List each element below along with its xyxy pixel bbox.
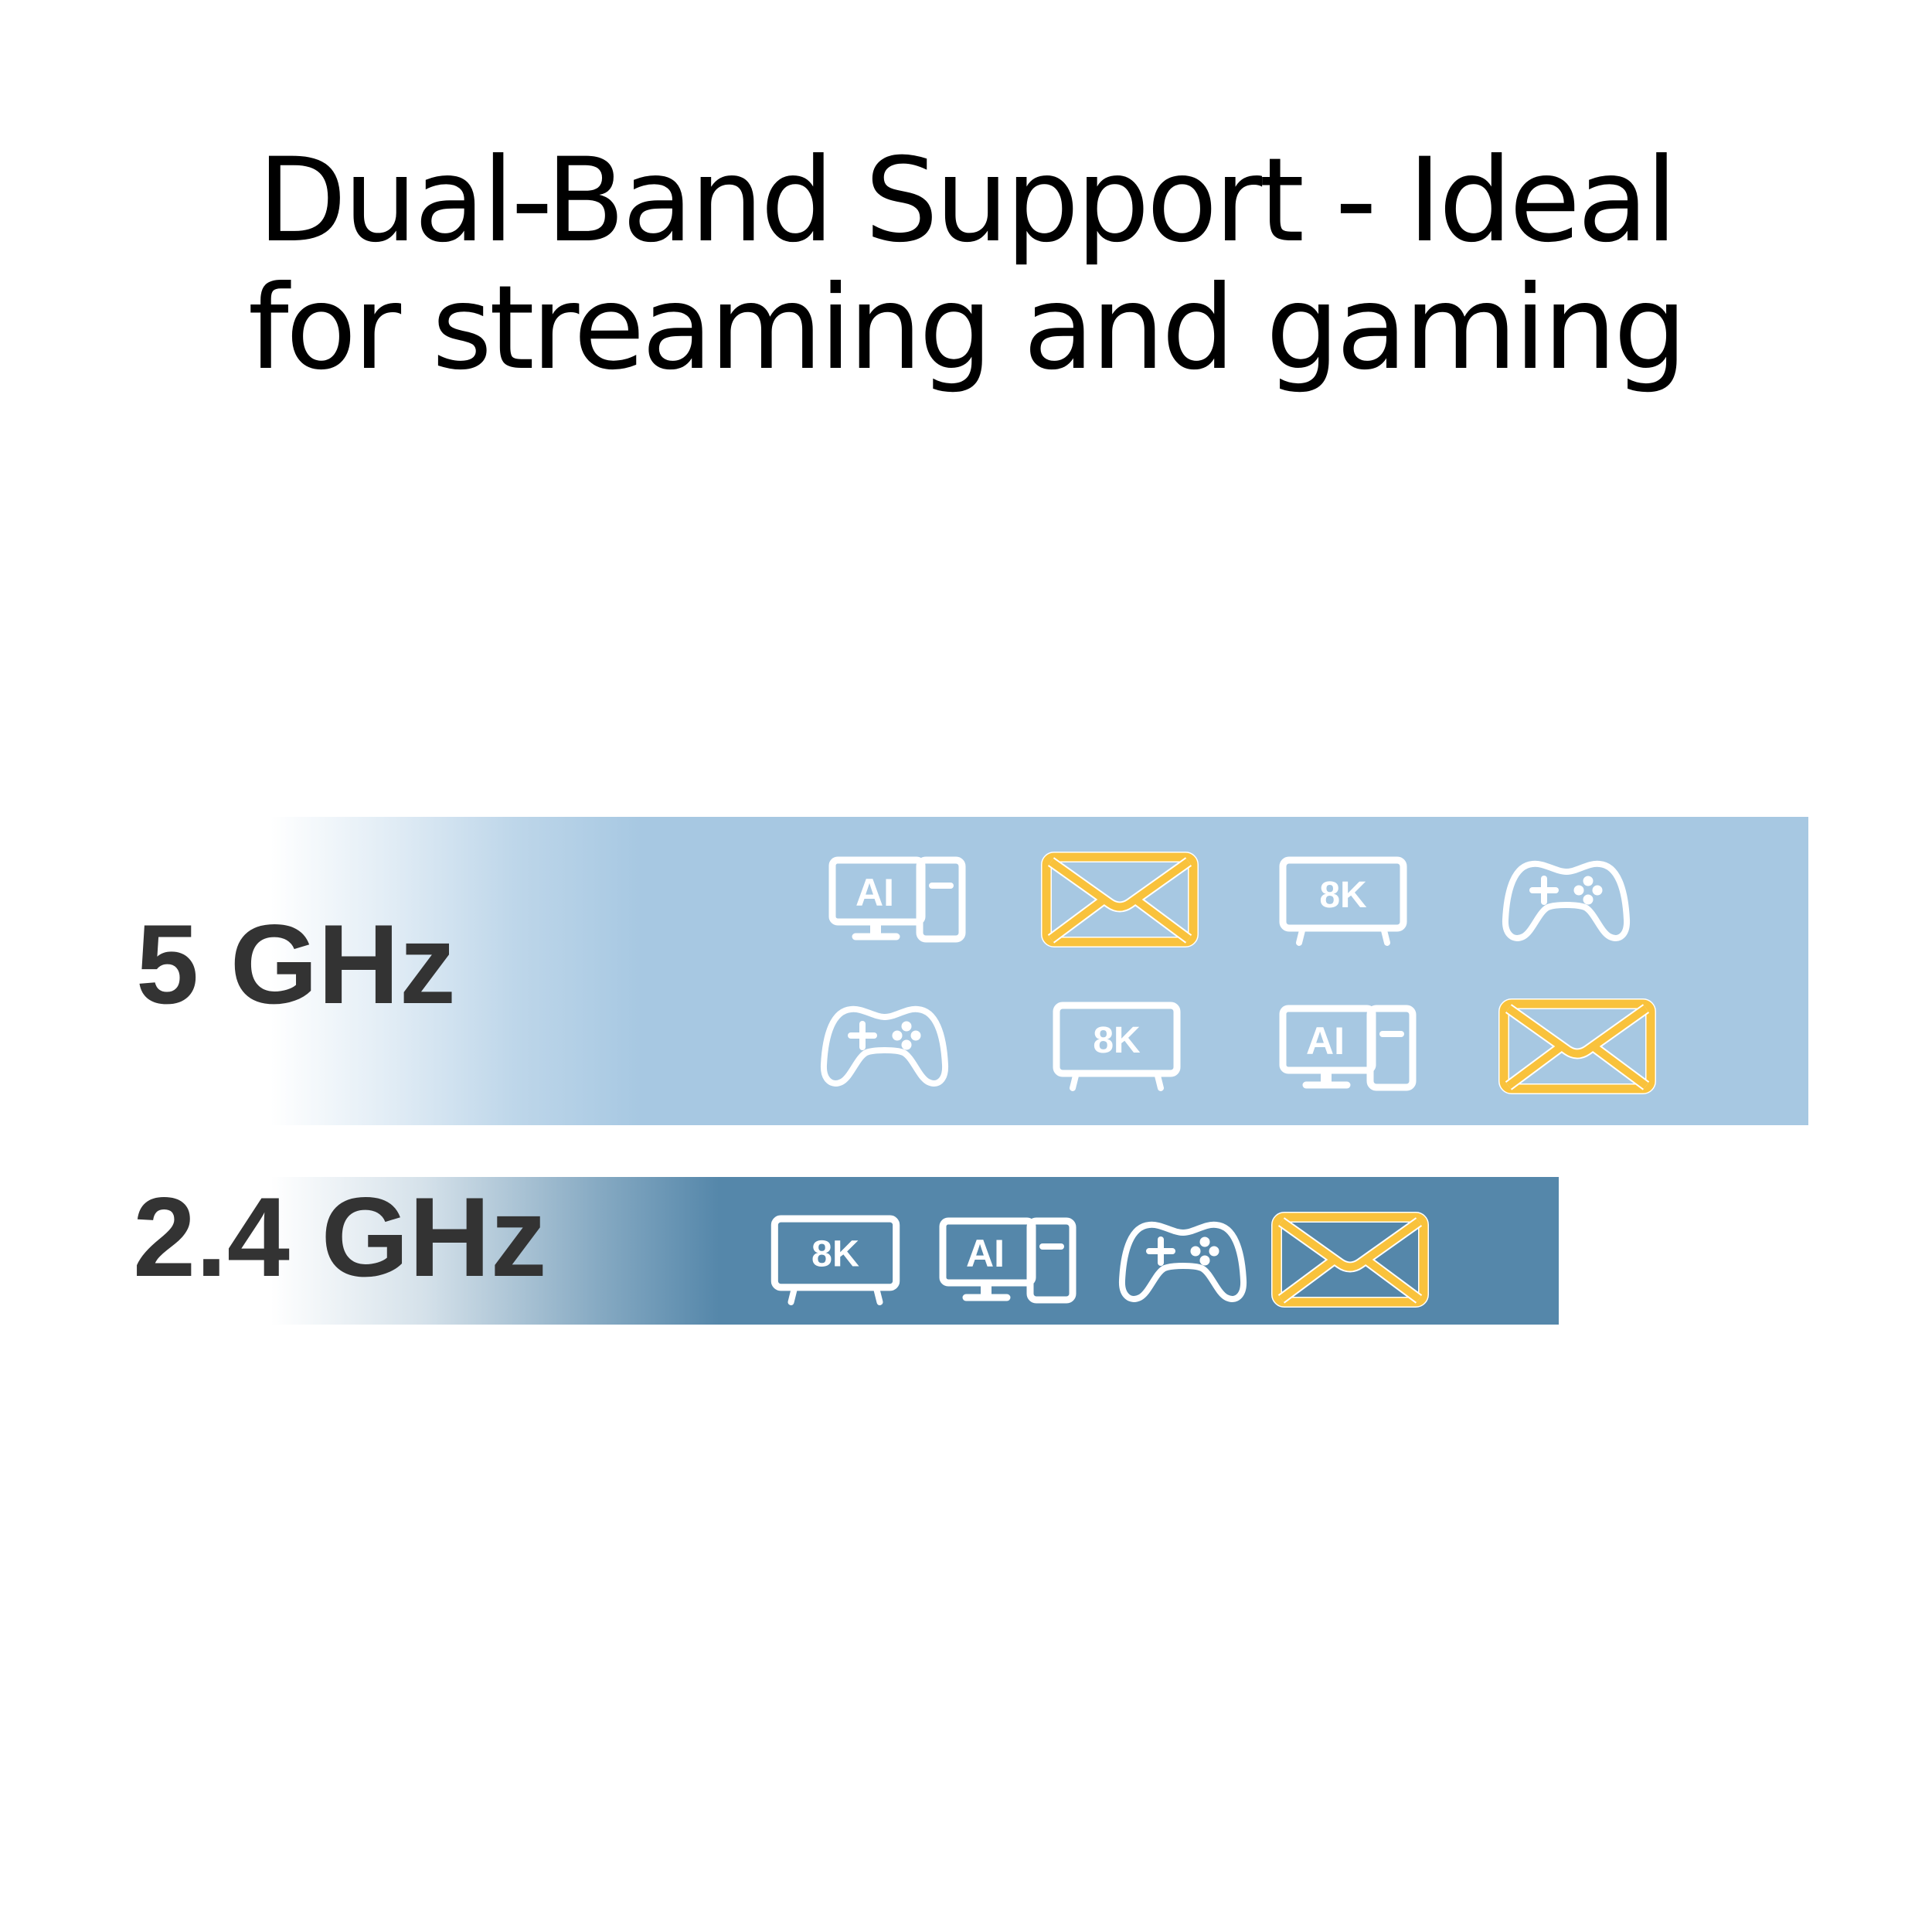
svg-text:8K: 8K	[811, 1233, 859, 1275]
svg-text:8K: 8K	[1319, 875, 1367, 916]
page-title: Dual-Band Support - Ideal for streaming …	[0, 138, 1932, 393]
title-line-1: Dual-Band Support - Ideal	[257, 134, 1678, 268]
envelope-icon	[1498, 998, 1656, 1094]
gamepad-icon	[820, 1003, 949, 1090]
ai-pc-icon: AI	[828, 856, 966, 943]
gamepad-icon	[1502, 858, 1631, 944]
envelope-icon	[1041, 852, 1199, 947]
gamepad-icon	[1118, 1219, 1247, 1305]
envelope-icon	[1271, 1212, 1429, 1308]
ai-pc-icon: AI	[938, 1217, 1077, 1304]
svg-text:AI: AI	[1306, 1019, 1345, 1063]
ai-pc-icon: AI	[1279, 1005, 1417, 1091]
8k-tv-icon: 8K	[1279, 856, 1407, 946]
title-line-2: for streaming and gaming	[247, 261, 1687, 396]
band-label-24ghz: 2.4 GHz	[133, 1174, 547, 1300]
svg-text:AI: AI	[855, 871, 894, 914]
8k-tv-icon: 8K	[1053, 1002, 1181, 1091]
8k-tv-icon: 8K	[770, 1215, 900, 1306]
band-label-5ghz: 5 GHz	[136, 901, 456, 1027]
svg-text:8K: 8K	[1093, 1020, 1141, 1061]
svg-text:AI: AI	[966, 1232, 1005, 1275]
